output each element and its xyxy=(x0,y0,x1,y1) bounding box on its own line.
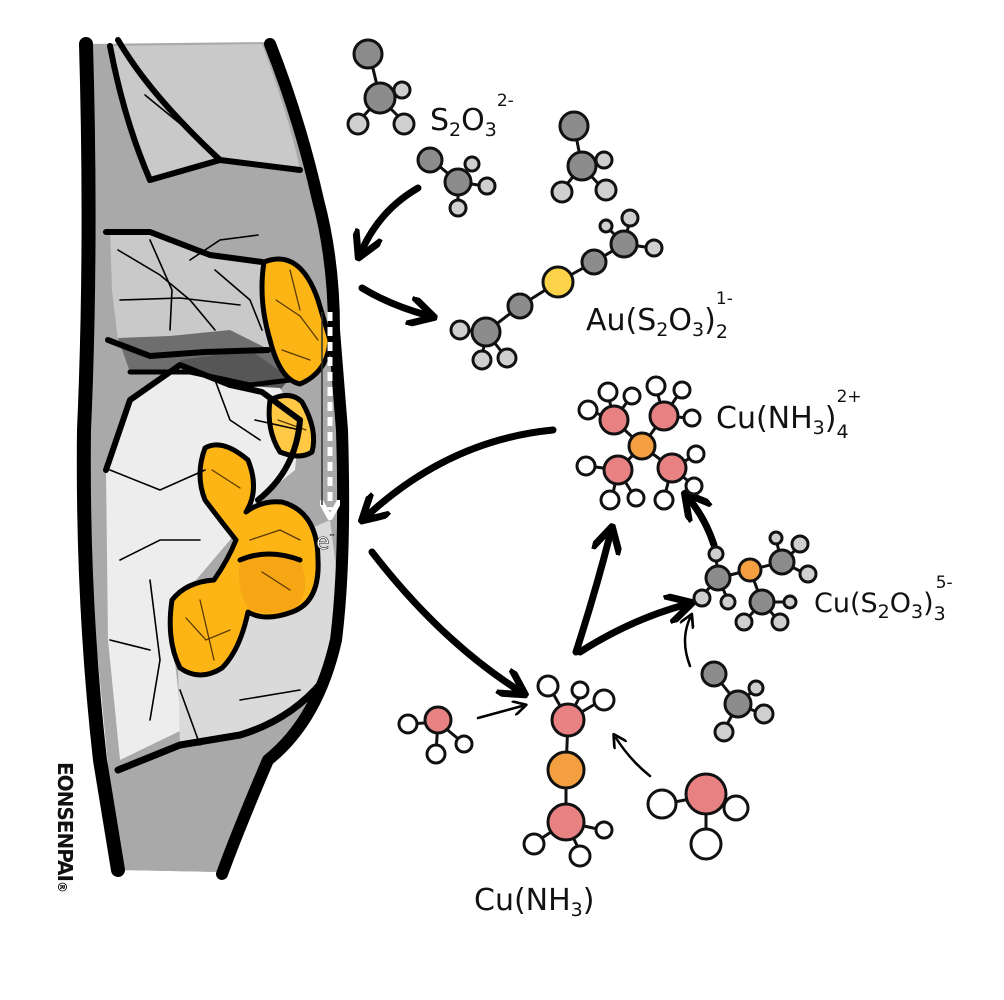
arrow-surface-to-gold-complex xyxy=(358,284,426,315)
arrow-thin-ammonia-left xyxy=(476,706,522,720)
arrow-surface-to-cu-ammine xyxy=(368,548,518,690)
arrow-cu-thiosulfate-to-tetraammine xyxy=(690,500,718,549)
arrow-thiosulfate-to-surface xyxy=(362,184,422,250)
thiosulfate-label: S2O32- xyxy=(430,91,514,141)
rock-outlines xyxy=(76,37,350,880)
gold-complex-label: Au(S2O3)21- xyxy=(586,289,733,343)
thiosulfate-molecule-2 xyxy=(416,146,497,218)
gold-cracks xyxy=(185,269,319,661)
rock-cracks xyxy=(109,94,301,746)
rock-bottom-slab xyxy=(118,735,265,872)
arrow-tetraammine-to-surface xyxy=(368,426,557,515)
copper-tetraammine-label: Cu(NH3)42+ xyxy=(716,387,862,443)
gold-thiosulfate-complex xyxy=(449,208,664,371)
electron-label: e- xyxy=(316,527,335,555)
ammonia-molecule-right xyxy=(646,772,750,861)
thiosulfate-molecule-4 xyxy=(700,660,775,743)
thiosulfate-molecule-3 xyxy=(550,110,618,204)
gold-grain-mid xyxy=(269,395,314,456)
rock-top-band xyxy=(112,44,300,182)
reaction-arrows xyxy=(358,184,718,778)
ore-rock: e- xyxy=(76,37,350,880)
copper-thiosulfate-complex xyxy=(692,530,818,632)
copper-tetraammine-complex xyxy=(575,375,706,511)
gold-grain-lower-shade xyxy=(239,554,306,613)
ammonia-molecule-left xyxy=(397,705,474,765)
copper-ammine-label: Cu(NH3) xyxy=(474,883,594,921)
arrow-cu-ammine-to-cu-thiosulfate xyxy=(576,605,684,656)
arrow-thin-ammonia-right xyxy=(616,738,652,778)
copper-ammine-complex xyxy=(522,674,616,868)
arrow-thin-thiosulfate-right xyxy=(685,618,690,668)
copper-thiosulfate-label: Cu(S2O3)35- xyxy=(814,573,953,625)
arrow-cu-ammine-to-tetraammine xyxy=(572,535,610,656)
thiosulfate-molecule-1 xyxy=(346,38,416,136)
artist-signature: EONSENPAI® xyxy=(53,762,77,892)
